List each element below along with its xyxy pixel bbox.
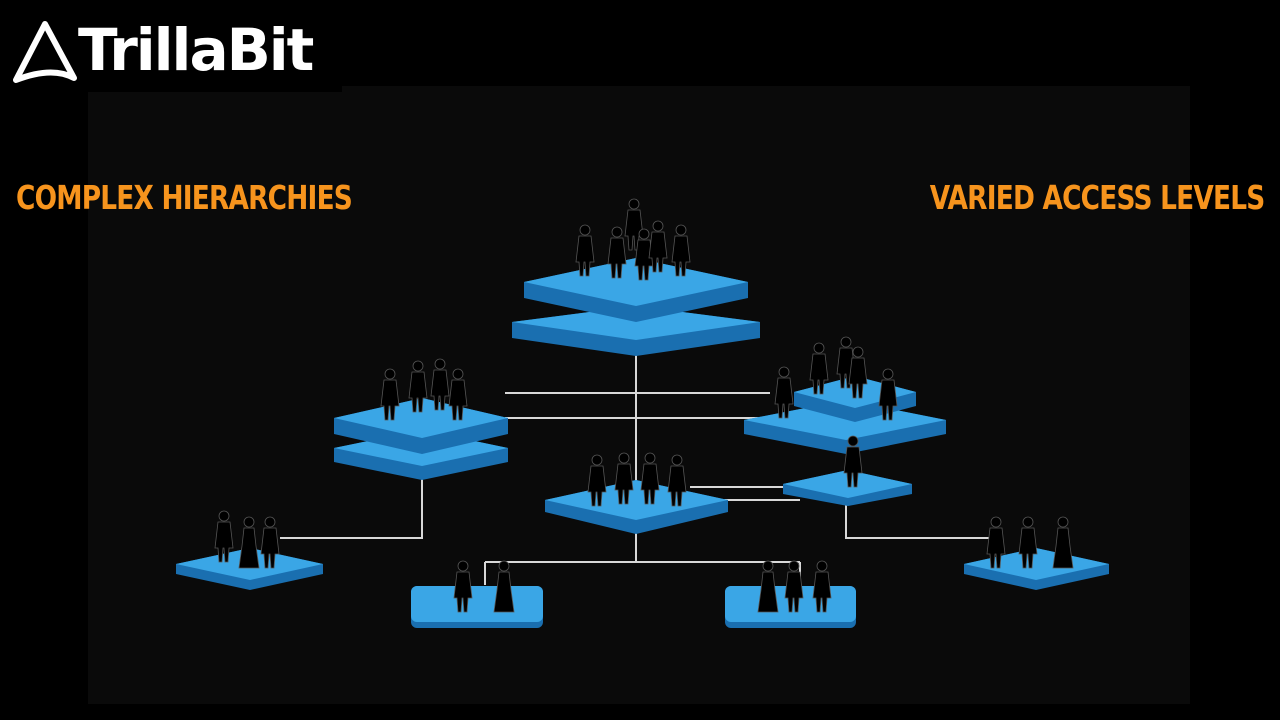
- platform-right-management: [744, 376, 946, 454]
- diagram-background: [88, 86, 1190, 704]
- platform-top-executive: [512, 258, 760, 356]
- people-group-bottom-center-right: [757, 560, 832, 613]
- platform-left-management: [334, 398, 508, 480]
- triangle-logo-icon: [13, 21, 77, 83]
- brand-name: TrillaBit: [78, 16, 314, 84]
- heading-varied-access-levels: VARIED ACCESS LEVELS: [929, 178, 1265, 217]
- connector-lines: [280, 352, 990, 585]
- platform-bottom-center-left: [411, 586, 543, 628]
- platform-center-team: [545, 480, 728, 534]
- people-group-bottom-right: [986, 516, 1074, 569]
- logo: TrillaBit: [0, 0, 342, 92]
- heading-complex-hierarchies: COMPLEX HIERARCHIES: [16, 178, 353, 217]
